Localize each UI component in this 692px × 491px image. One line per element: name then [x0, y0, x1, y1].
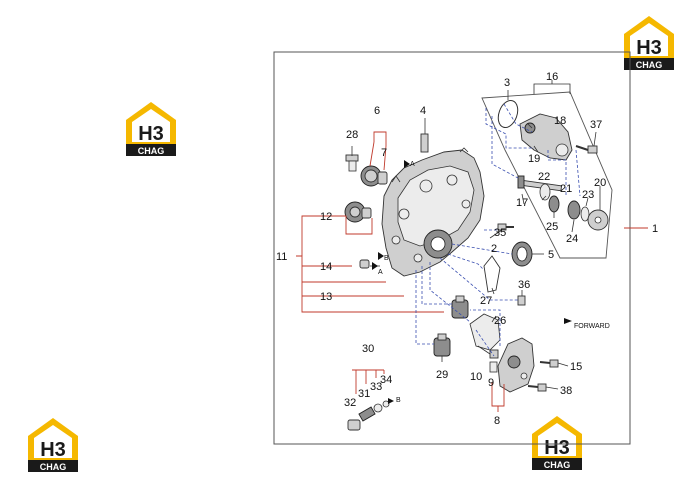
logo-word: CHAG	[636, 60, 663, 70]
callout-16: 16	[546, 71, 558, 83]
brand-logo-bottom-left: H3 CHAG	[22, 414, 84, 474]
plug-32	[347, 419, 361, 431]
callout-numbers: 1 2 3 4 5 6 7 8 9 10 11 12 13 14 15 16 1…	[276, 71, 658, 427]
pulley-flange-20	[587, 209, 609, 231]
callout-9: 9	[488, 377, 494, 389]
callout-35: 35	[494, 227, 506, 239]
gear-12	[344, 201, 372, 223]
marker-b-middle: B	[384, 255, 389, 262]
bolt-37	[575, 145, 598, 154]
callout-19: 19	[528, 153, 540, 165]
oil-seal-5	[511, 241, 533, 267]
callout-36: 36	[518, 279, 530, 291]
callout-22: 22	[538, 171, 550, 183]
callout-21: 21	[560, 183, 572, 195]
seal-25	[548, 195, 560, 213]
leader-lines-dark	[351, 80, 601, 390]
callout-13: 13	[320, 291, 332, 303]
brand-logo-icon: H3 CHAG	[28, 418, 78, 472]
water-pump-body	[519, 113, 573, 161]
bolt-36	[517, 295, 526, 306]
callout-24: 24	[566, 233, 578, 245]
bush-7	[377, 171, 388, 185]
brand-logo-top-right: H3 CHAG	[618, 12, 680, 72]
logo-glyph: H3	[636, 37, 662, 59]
washer-34	[382, 400, 390, 408]
callout-28: 28	[346, 129, 358, 141]
callout-20: 20	[594, 177, 606, 189]
gasket-27	[483, 255, 501, 293]
callout-7: 7	[381, 147, 387, 159]
callout-4: 4	[420, 105, 426, 117]
brand-logo-icon: H3 CHAG	[532, 416, 582, 470]
logo-word: CHAG	[544, 460, 571, 470]
callout-14: 14	[320, 261, 332, 273]
logo-word: CHAG	[40, 462, 67, 472]
brand-logo-icon: H3 CHAG	[126, 102, 176, 156]
logo-word: CHAG	[138, 146, 165, 156]
plug-14	[359, 259, 370, 269]
callout-17: 17	[516, 197, 528, 209]
callout-30: 30	[362, 343, 374, 355]
callout-6: 6	[374, 105, 380, 117]
pin-10	[489, 349, 499, 359]
callout-15: 15	[570, 361, 582, 373]
callout-33: 33	[370, 381, 382, 393]
callout-12: 12	[320, 211, 332, 223]
callout-3: 3	[504, 77, 510, 89]
callout-38: 38	[560, 385, 572, 397]
bearing-22	[539, 183, 551, 201]
o-ring-3	[497, 99, 519, 129]
brand-logo-icon: H3 CHAG	[624, 16, 674, 70]
callout-5: 5	[548, 249, 554, 261]
callout-25: 25	[546, 221, 558, 233]
callout-34: 34	[380, 374, 392, 386]
relief-valve-assembly	[347, 400, 390, 431]
forward-label: FORWARD	[574, 323, 610, 330]
marker-b-bottom: B	[396, 397, 401, 404]
logo-glyph: H3	[138, 123, 164, 145]
brand-logo-left: H3 CHAG	[120, 98, 182, 158]
callout-8: 8	[494, 415, 500, 427]
callout-37: 37	[590, 119, 602, 131]
bolt-15	[539, 359, 559, 368]
seal-24	[567, 200, 581, 220]
gear-29	[433, 333, 451, 357]
logo-glyph: H3	[40, 439, 66, 461]
callout-32: 32	[344, 397, 356, 409]
callout-1: 1	[652, 223, 658, 235]
callout-23: 23	[582, 189, 594, 201]
timing-cover-housing	[381, 147, 485, 277]
callout-11: 11	[276, 251, 287, 263]
callout-2: 2	[491, 243, 497, 255]
leader-lines-blue	[415, 103, 581, 357]
logo-glyph: H3	[544, 437, 570, 459]
valve-33	[373, 403, 383, 413]
callout-29: 29	[436, 369, 448, 381]
spring-31	[358, 406, 376, 422]
gear-13	[451, 295, 469, 319]
washer-23	[580, 206, 590, 222]
dowel-pin-4	[420, 133, 429, 153]
diagram-frame	[273, 51, 631, 445]
callout-31: 31	[358, 388, 370, 400]
oil-pump-body	[497, 337, 535, 393]
callout-26: 26	[494, 315, 506, 327]
callout-18: 18	[554, 115, 566, 127]
brand-logo-bottom-center: H3 CHAG	[526, 412, 588, 472]
marker-a-top: A	[410, 161, 415, 168]
marker-a-bottom: A	[378, 269, 383, 276]
pin-9	[489, 361, 498, 373]
arrow-markers	[372, 160, 572, 404]
bolt-38	[527, 383, 547, 392]
callout-27: 27	[480, 295, 492, 307]
pump-shaft-17	[517, 175, 563, 192]
leader-lines-red	[296, 131, 648, 412]
callout-10: 10	[470, 371, 482, 383]
plug-28	[345, 154, 359, 172]
gear-6	[360, 165, 382, 187]
